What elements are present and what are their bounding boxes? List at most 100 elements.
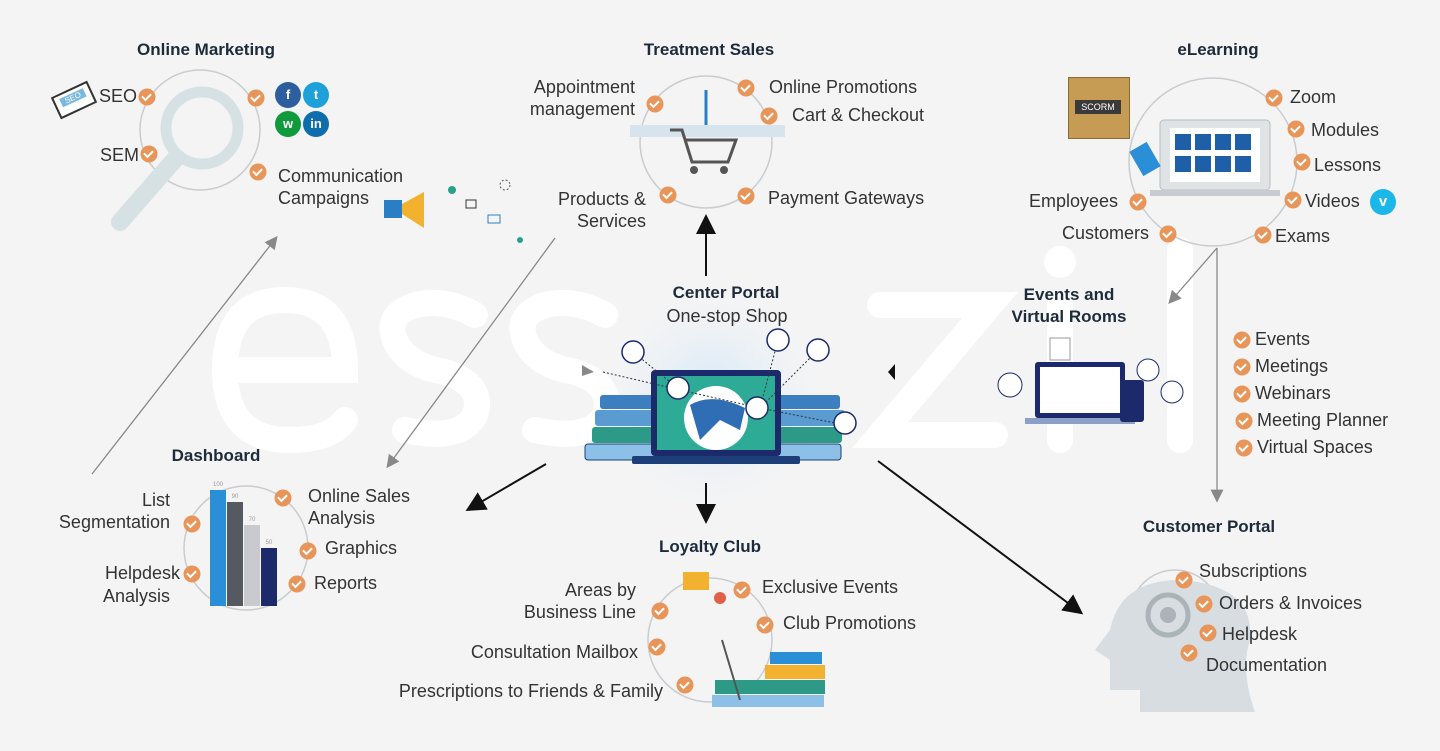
item-events: Events: [1255, 329, 1311, 349]
item-zoom: Zoom: [1290, 87, 1337, 107]
item-reports: Reports: [314, 573, 378, 593]
item-exams: Exams: [1275, 226, 1331, 246]
online-marketing-title: Online Marketing: [137, 40, 275, 59]
item-lessons: Lessons: [1314, 155, 1382, 175]
arrow-elearning-to-events: [1168, 247, 1218, 304]
item-payment-gateways: Payment Gateways: [768, 188, 925, 208]
online-marketing-ring: [139, 69, 261, 191]
loyalty-club-title: Loyalty Club: [658, 537, 762, 556]
arrow-to-dashboard: [465, 463, 547, 512]
dashboard-bar: 70: [244, 517, 260, 606]
dashboard-bar: 50: [261, 540, 277, 606]
dashboard-bar-label: 50: [265, 540, 273, 546]
cart-icon: [630, 90, 785, 174]
check-icon: [756, 616, 774, 634]
item-documentation: Documentation: [1206, 655, 1328, 675]
check-icon: [1233, 385, 1251, 403]
check-icon: [760, 107, 778, 125]
dashboard-bar-label: 100: [212, 482, 223, 488]
check-icon: [183, 515, 201, 533]
check-icon: [1233, 331, 1251, 349]
loyalty-ring: [647, 577, 773, 703]
center-portal-illustration: [584, 280, 857, 520]
vimeo-icon: v: [1370, 189, 1396, 215]
arrow-dashboard-to-marketing: [91, 235, 278, 475]
item-modules: Modules: [1311, 120, 1380, 140]
dashboard-title: Dashboard: [171, 446, 261, 465]
whatsapp-icon: w: [275, 111, 301, 137]
center-portal-subtitle: One-stop Shop: [666, 306, 788, 326]
check-icon: [737, 187, 755, 205]
check-icon: [1284, 191, 1302, 209]
dashboard-bar-label: 70: [248, 516, 256, 523]
item-employees: Employees: [1028, 191, 1118, 211]
item-helpdesk-analysis: Analysis: [102, 586, 170, 606]
check-icon: [274, 489, 292, 507]
check-icon: [138, 88, 156, 106]
item-helpdesk: Helpdesk: [1222, 624, 1298, 644]
check-icon: [1235, 439, 1253, 457]
check-icon: [1175, 571, 1193, 589]
treatment-sales-ring: [639, 75, 773, 209]
item-exclusive-events: Exclusive Events: [762, 577, 899, 597]
check-icon: [733, 581, 751, 599]
item-online-sales: Online Sales: [308, 486, 411, 506]
triangle-marker-icon: [582, 365, 594, 376]
elearning-title: eLearning: [1177, 40, 1259, 59]
check-icon: [288, 575, 306, 593]
head-illustration: [1095, 580, 1255, 712]
triangle-marker-icon: [888, 364, 895, 380]
check-icon: [1159, 225, 1177, 243]
magnifier-icon: [111, 86, 244, 231]
check-icon: [646, 95, 664, 113]
scorm-icon: SCORM: [1068, 77, 1130, 139]
item-orders-invoices: Orders & Invoices: [1219, 593, 1363, 613]
item-analysis: Analysis: [308, 508, 376, 528]
dashboard-bar: 100: [210, 482, 226, 606]
item-campaigns: Campaigns: [278, 188, 370, 208]
megaphone-icon: [384, 179, 523, 243]
facebook-icon: f: [275, 82, 301, 108]
arrow-marketing-to-dashboard: [386, 237, 556, 469]
item-helpdesk: Helpdesk: [104, 563, 180, 583]
customer-portal-title: Customer Portal: [1142, 517, 1276, 536]
check-icon: [1180, 644, 1198, 662]
item-meetings: Meetings: [1255, 356, 1329, 376]
treatment-sales-title: Treatment Sales: [643, 40, 775, 59]
check-icon: [676, 676, 694, 694]
item-segmentation: Segmentation: [58, 512, 170, 532]
check-icon: [651, 602, 669, 620]
item-virtual-spaces: Virtual Spaces: [1257, 437, 1373, 457]
check-icon: [659, 186, 677, 204]
check-icon: [648, 638, 666, 656]
item-webinars: Webinars: [1255, 383, 1331, 403]
item-sem: SEM: [99, 145, 139, 165]
item-videos: Videos: [1305, 191, 1360, 211]
item-customers: Customers: [1061, 223, 1149, 243]
linkedin-icon: in: [303, 111, 329, 137]
item-meeting-planner: Meeting Planner: [1257, 410, 1389, 430]
item-subscriptions: Subscriptions: [1199, 561, 1308, 581]
item-prescriptions: Prescriptions to Friends & Family: [398, 681, 663, 701]
dashboard-bar-label: 90: [231, 493, 239, 500]
check-icon: [1199, 624, 1217, 642]
events-title-line2: Virtual Rooms: [1011, 307, 1127, 326]
twitter-icon: t: [303, 82, 329, 108]
item-appointment: Appointment: [533, 77, 635, 97]
center-portal-title: Center Portal: [672, 283, 780, 302]
check-icon: [1233, 358, 1251, 376]
events-title-line1: Events and: [1023, 285, 1115, 304]
item-communication: Communication: [278, 166, 404, 186]
virtual-rooms-icon: [997, 337, 1184, 424]
item-products: Products &: [557, 189, 646, 209]
item-list: List: [141, 490, 170, 510]
check-icon: [140, 145, 158, 163]
check-icon: [1293, 153, 1311, 171]
item-services: Services: [576, 211, 646, 231]
elearning-laptop-icon: [1129, 119, 1280, 196]
item-areas-by: Areas by: [564, 580, 636, 600]
item-club-promotions: Club Promotions: [783, 613, 917, 633]
item-cart-checkout: Cart & Checkout: [792, 105, 925, 125]
loyalty-illustration: [683, 572, 825, 707]
